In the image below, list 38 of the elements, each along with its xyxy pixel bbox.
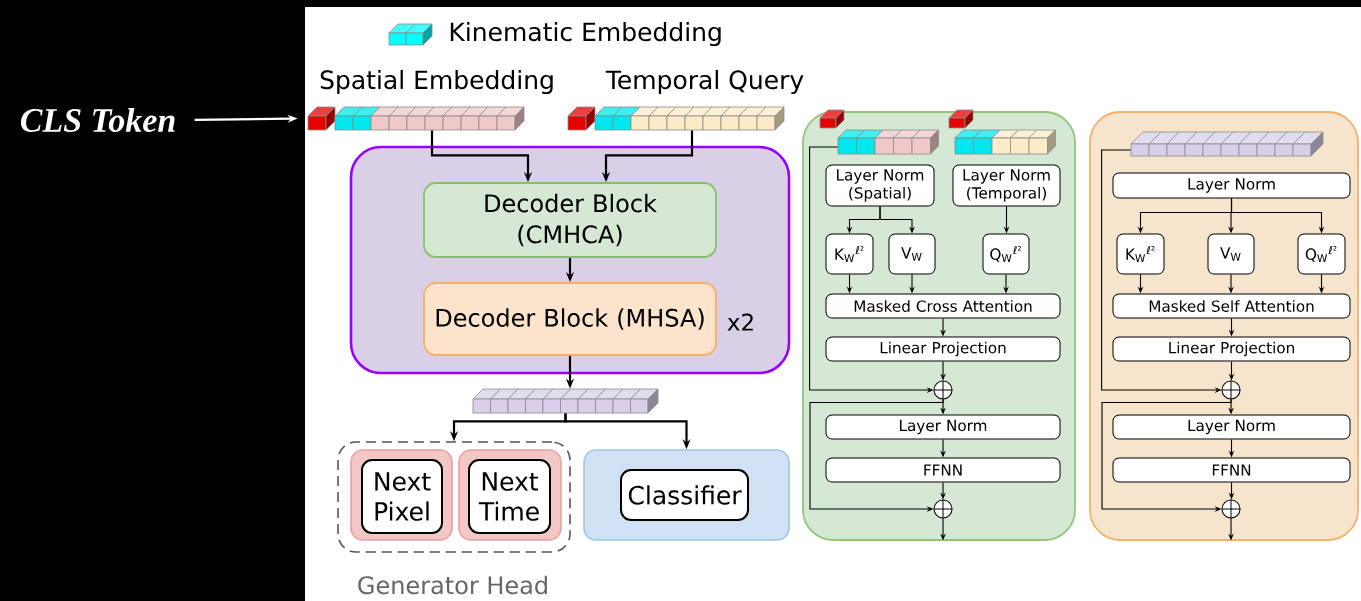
legend-label: Kinematic Embedding [450, 21, 721, 47]
embedding-bar [954, 129, 1056, 155]
layer-box: Layer Norm (Spatial) [825, 164, 935, 207]
sum-node [933, 499, 953, 519]
skip-connection-arrow [809, 398, 944, 512]
sum-node [1221, 380, 1241, 400]
repeat-label: x2 [727, 313, 753, 331]
layer-box: Layer Norm [1112, 172, 1351, 199]
layer-box: Masked Self Attention [1112, 293, 1351, 319]
head-box: Next Time [458, 449, 562, 541]
layer-box: FFNN [1112, 457, 1351, 483]
layer-box: V$_{W}$ [1207, 233, 1255, 275]
layer-box: Linear Projection [1112, 336, 1351, 362]
layer-box: Masked Cross Attention [825, 293, 1061, 319]
embedding-bar [837, 129, 939, 155]
decoder-block: Decoder Block (MHSA) [423, 282, 717, 356]
embedding-label: Temporal Query [605, 69, 804, 95]
decoder-block: Decoder Block (CMHCA) [423, 182, 717, 258]
layer-box: Linear Projection [825, 336, 1061, 362]
embedding-bar [472, 388, 659, 414]
layer-box: Layer Norm [1112, 414, 1351, 440]
embedding-label: Spatial Embedding [320, 69, 553, 95]
sum-node [1221, 499, 1241, 519]
token-label: CLS Token [20, 108, 175, 132]
layer-box: V$_{W}$ [888, 233, 936, 275]
layer-box: Q$_{W}$ℓ² [982, 233, 1030, 275]
layer-box: Layer Norm [825, 414, 1061, 440]
head-box: Classifier [583, 449, 790, 541]
layer-box: K$_{W}$ℓ² [825, 233, 874, 275]
layer-box: K$_{W}$ℓ² [1116, 233, 1165, 275]
sum-node [933, 380, 953, 400]
layer-box: Q$_{W}$ℓ² [1297, 233, 1346, 275]
skip-connection-arrow [1101, 398, 1232, 512]
embedding-bar [1130, 131, 1324, 157]
layer-box: Layer Norm (Temporal) [952, 164, 1061, 207]
head-box: Next Pixel [350, 449, 453, 541]
group-label: Generator Head [358, 575, 547, 595]
layer-box: FFNN [825, 457, 1061, 483]
